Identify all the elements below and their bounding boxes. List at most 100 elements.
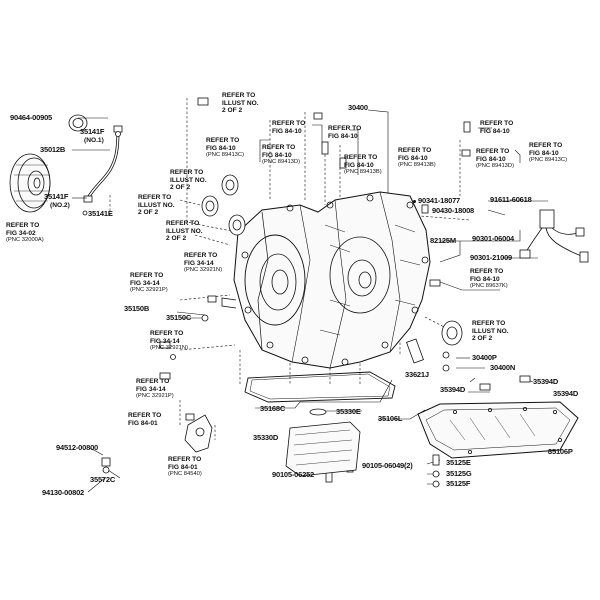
callout-line-2: FIG 84-10: [328, 132, 358, 140]
part-30400: 30400: [348, 103, 368, 112]
part-35125e: 35125E: [446, 458, 471, 467]
part-90301-21009: 90301-21009: [470, 253, 513, 262]
callout-line-3: 2 OF 2: [222, 107, 243, 115]
callout-line-1: REFER TO: [184, 252, 218, 259]
callout-line-1: REFER TO: [476, 148, 510, 155]
part-90464-00905: 90464-00905: [10, 113, 53, 122]
solenoid-bracket: [101, 414, 213, 474]
callout-line-3: 2 OF 2: [472, 335, 493, 343]
callout-pnc: (PNC 89413D): [262, 159, 301, 166]
callout-line-1: REFER TO: [138, 194, 172, 201]
callout-line-2: FIG 84-10: [262, 151, 292, 159]
callout-line-2: ILLUST NO.: [170, 176, 207, 184]
callout-line-2: FIG 84-10: [480, 127, 510, 135]
part-35012b: 35012B: [40, 145, 66, 154]
callout-line-2: ILLUST NO.: [166, 227, 203, 235]
part-35330e: 35330E: [336, 407, 361, 416]
part-35168c: 35168C: [260, 404, 286, 413]
oil-pan-gasket: [244, 371, 396, 403]
callout-line-1: REFER TO: [170, 169, 204, 176]
callout-refer-fig84-89637k: REFER TO FIG 84-10 (PNC 89637K): [470, 268, 508, 291]
part-35125g: 35125G: [446, 469, 472, 478]
callout-line-2: FIG 84-10: [206, 144, 236, 152]
callout-line-2: ILLUST NO.: [472, 327, 509, 335]
callout-refer-fig84-89413b: REFER TO FIG 84-10 (PNC 89413B): [344, 154, 382, 177]
oil-strainer: [285, 408, 361, 477]
part-94512-00800: 94512-00800: [56, 443, 99, 452]
callout-line-1: REFER TO: [262, 144, 296, 151]
part-35572c: 35572C: [90, 475, 116, 484]
callout-line-2: FIG 34-02: [6, 229, 36, 237]
callout-refer-fig84-01-84540: REFER TO FIG 84-01 (PNC 84540): [168, 456, 202, 479]
part-35394d-b: 35394D: [440, 385, 466, 394]
oil-cooler-tube: [83, 125, 123, 203]
callout-refer-fig34-14-p-low: REFER TO FIG 34-14 (PNC 32921P): [136, 378, 174, 401]
part-35141f-mid-note: (NO.2): [50, 202, 70, 209]
callout-pnc: (PNC 32000A): [6, 237, 44, 244]
callout-line-1: REFER TO: [206, 137, 240, 144]
callout-pnc: (PNC 89413B): [344, 169, 382, 176]
part-90105-06049: 90105-06049(2): [362, 461, 413, 470]
callout-line-1: REFER TO: [128, 412, 162, 419]
callout-line-2: FIG 84-10: [272, 127, 302, 135]
callout-pnc: (PNC 89413B): [398, 162, 436, 169]
callout-line-1: REFER TO: [272, 120, 306, 127]
callout-line-1: REFER TO: [480, 120, 514, 127]
callout-refer-fig34-14-n-top: REFER TO FIG 34-14 (PNC 32921N): [184, 252, 222, 275]
callout-pnc: (PNC 32921N): [184, 267, 223, 274]
part-35141f-top: 35141F: [80, 127, 105, 136]
callout-refer-illust-left-3: REFER TO ILLUST NO. 2 OF 2: [166, 220, 203, 243]
callout-line-3: 2 OF 2: [138, 209, 159, 217]
callout-line-2: FIG 84-10: [470, 275, 500, 283]
callout-refer-fig84-top: REFER TO FIG 84-10: [272, 120, 305, 135]
callout-line-3: 2 OF 2: [166, 235, 187, 243]
part-90341-text: 90341-18077: [418, 196, 461, 205]
callout-line-1: REFER TO: [130, 272, 164, 279]
wiring-harness: [519, 209, 589, 263]
callout-pnc: (PNC 89413C): [529, 157, 568, 164]
callout-line-2: ILLUST NO.: [138, 201, 175, 209]
callout-pnc: (PNC 89413C): [206, 152, 245, 159]
part-35141e: 35141E: [88, 209, 113, 218]
callout-line-1: REFER TO: [328, 125, 362, 132]
part-35141f-top-note: (NO.1): [84, 137, 104, 144]
part-90105-06252: 90105-06252: [272, 470, 315, 479]
callout-refer-illust-right: REFER TO ILLUST NO. 2 OF 2: [472, 320, 509, 343]
callout-refer-fig34-14-p-top: REFER TO FIG 34-14 (PNC 32921P): [130, 272, 168, 295]
callout-line-1: REFER TO: [344, 154, 378, 161]
callout-line-1: REFER TO: [470, 268, 504, 275]
callout-refer-fig84-01: REFER TO FIG 84-01: [128, 412, 161, 427]
part-35394d-a: 35394D: [533, 377, 559, 386]
callout-line-1: REFER TO: [150, 330, 184, 337]
torque-converter: [9, 153, 51, 213]
part-33621j: 33621J: [405, 370, 429, 379]
callout-line-2: FIG 84-10: [398, 154, 428, 162]
callout-pnc: (PNC 32921N): [150, 345, 189, 352]
callout-line-2: FIG 84-10: [476, 155, 506, 163]
part-35125f: 35125F: [446, 479, 471, 488]
oil-pan: [417, 401, 579, 459]
part-30400p: 30400P: [472, 353, 497, 362]
callout-refer-fig84-89413d: REFER TO FIG 84-10 (PNC 89413D): [262, 144, 300, 167]
part-35150b: 35150B: [124, 304, 150, 313]
callout-line-2: FIG 34-14: [184, 259, 214, 267]
callout-line-2: FIG 34-14: [136, 385, 166, 393]
callout-refer-fig84-right-far: REFER TO FIG 84-10 (PNC 89413C): [529, 142, 567, 165]
callout-pnc: (PNC 32921P): [130, 287, 168, 294]
callout-refer-fig84-center: REFER TO FIG 84-10: [328, 125, 361, 140]
part-91611-60618: 91611-60618: [490, 195, 532, 204]
callout-line-2: FIG 84-01: [128, 419, 158, 427]
part-90430-18008: 90430-18008: [432, 206, 475, 215]
callout-refer-illust-left-1: REFER TO ILLUST NO. 2 OF 2: [170, 169, 207, 192]
part-35150c: 35150C: [166, 313, 192, 322]
part-90341-18077: 90341-18077: [413, 197, 460, 205]
callout-line-1: REFER TO: [472, 320, 506, 327]
callout-pnc: (PNC 32921P): [136, 393, 174, 400]
callout-pnc: (PNC 89637K): [470, 283, 508, 290]
callout-line-1: REFER TO: [166, 220, 200, 227]
part-35141f-mid: 35141F: [44, 192, 69, 201]
part-94130-00802: 94130-00802: [42, 488, 85, 497]
callout-refer-illust-left-2: REFER TO ILLUST NO. 2 OF 2: [138, 194, 175, 217]
